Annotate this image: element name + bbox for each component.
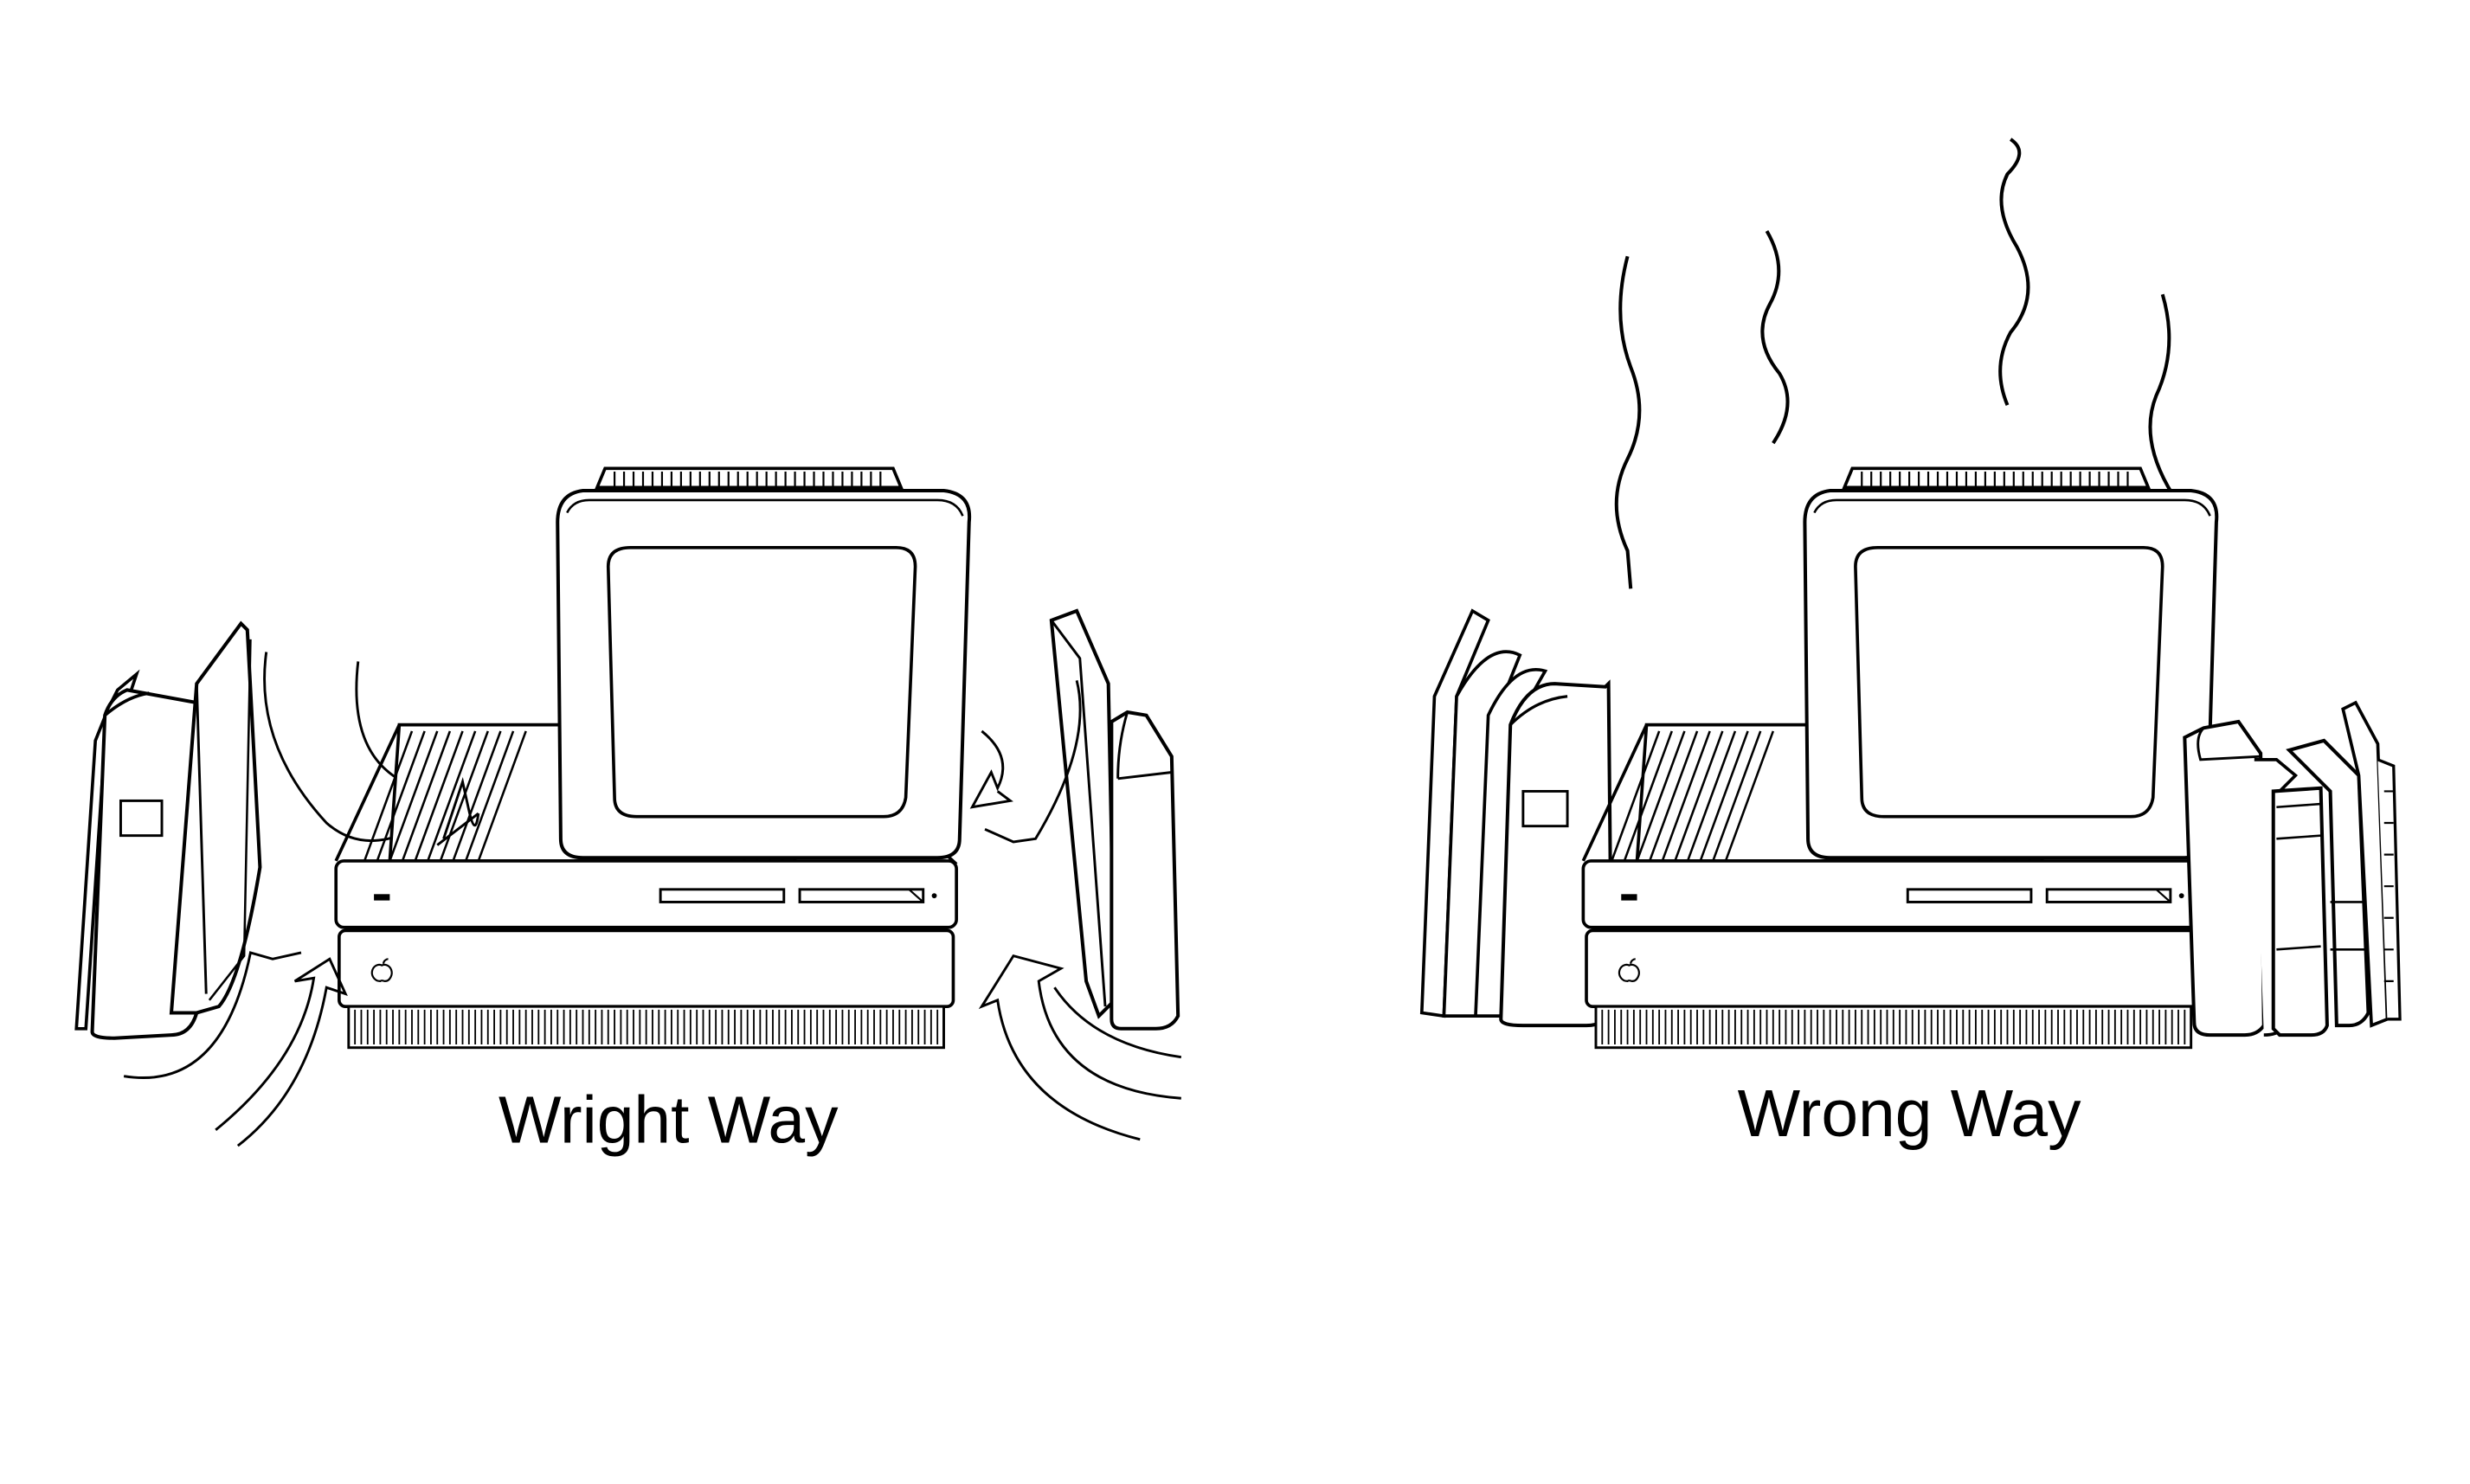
book-icon	[169, 620, 262, 1015]
airflow-arrow-icon	[436, 776, 480, 846]
book-icon	[2183, 700, 2402, 1038]
airflow-arrow-icon	[123, 951, 348, 1147]
computer-case-icon	[1583, 468, 2216, 1047]
book-icon	[1419, 608, 1614, 1028]
right-way-panel: Wright Way	[74, 468, 1182, 1157]
book-icon	[1049, 608, 1117, 1019]
wrong-way-panel: Wrong Way	[1419, 138, 2402, 1151]
airflow-arrow-icon	[969, 680, 1182, 1141]
panel-caption-right-way: Wright Way	[499, 1082, 839, 1157]
computer-case-icon	[336, 468, 969, 1047]
book-icon	[1110, 710, 1180, 1031]
book-icon	[74, 669, 199, 1040]
panel-caption-wrong-way: Wrong Way	[1738, 1076, 2081, 1151]
